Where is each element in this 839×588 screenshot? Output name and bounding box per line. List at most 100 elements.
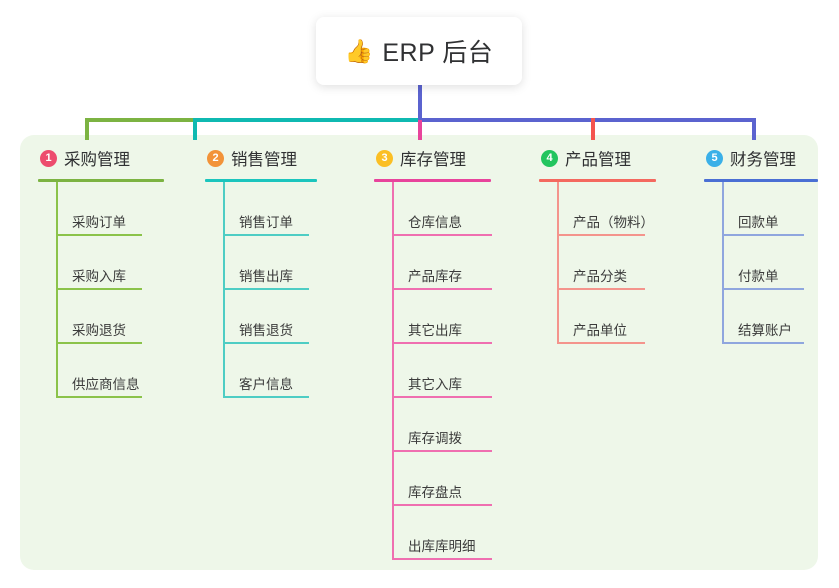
leaf-underline [392, 342, 492, 344]
branch-badge-1: 1 [40, 149, 57, 167]
list-item[interactable]: 产品（物料） [557, 182, 686, 236]
leaf-underline [392, 558, 492, 560]
branch-title-product: 产品管理 [565, 151, 631, 169]
leaf-label: 其它入库 [408, 377, 462, 392]
list-item[interactable]: 仓库信息 [392, 182, 521, 236]
branch-header-sales[interactable]: 2 销售管理 [205, 145, 354, 171]
list-item[interactable]: 销售出库 [223, 236, 354, 290]
leaf-label: 销售退货 [239, 323, 293, 338]
branch-column-finance: 5 财务管理 回款单 付款单 结算账户 [686, 135, 818, 570]
list-item[interactable]: 产品分类 [557, 236, 686, 290]
branch-title-sales: 销售管理 [231, 151, 297, 169]
bus-segment-left [85, 118, 195, 122]
leaf-spine-inventory [392, 182, 394, 560]
leaf-label: 付款单 [738, 269, 779, 284]
leaf-label: 出库库明细 [408, 539, 476, 554]
branch-column-product: 4 产品管理 产品（物料） 产品分类 产品单位 [521, 135, 686, 570]
list-item[interactable]: 出库库明细 [392, 506, 521, 560]
branch-underline-finance [704, 179, 818, 182]
branch-badge-5: 5 [706, 149, 723, 167]
page-title: ERP 后台 [382, 39, 494, 67]
leaf-underline [557, 342, 645, 344]
leaf-label: 产品（物料） [573, 215, 654, 230]
list-item[interactable]: 付款单 [722, 236, 818, 290]
list-item[interactable]: 供应商信息 [56, 344, 187, 398]
leaf-list-sales: 销售订单 销售出库 销售退货 客户信息 [223, 182, 354, 398]
list-item[interactable]: 库存盘点 [392, 452, 521, 506]
leaf-label: 库存调拨 [408, 431, 462, 446]
leaf-list-inventory: 仓库信息 产品库存 其它出库 其它入库 库存调拨 库存盘点 [392, 182, 521, 560]
list-item[interactable]: 其它出库 [392, 290, 521, 344]
leaf-underline [56, 342, 142, 344]
leaf-label: 其它出库 [408, 323, 462, 338]
list-item[interactable]: 库存调拨 [392, 398, 521, 452]
leaf-label: 采购订单 [72, 215, 126, 230]
leaf-underline [557, 288, 645, 290]
branch-badge-2: 2 [207, 149, 224, 167]
branch-title-finance: 财务管理 [730, 151, 796, 169]
list-item[interactable]: 采购订单 [56, 182, 187, 236]
drop-connector-1 [85, 118, 89, 140]
branch-header-finance[interactable]: 5 财务管理 [704, 145, 818, 171]
leaf-label: 客户信息 [239, 377, 293, 392]
list-item[interactable]: 客户信息 [223, 344, 354, 398]
branch-header-purchasing[interactable]: 1 采购管理 [38, 145, 187, 171]
leaf-spine-purchasing [56, 182, 58, 398]
leaf-underline [223, 288, 309, 290]
leaf-underline [392, 288, 492, 290]
drop-connector-5 [752, 118, 756, 140]
list-item[interactable]: 结算账户 [722, 290, 818, 344]
drop-connector-3 [418, 118, 422, 140]
branch-header-inventory[interactable]: 3 库存管理 [374, 145, 521, 171]
leaf-label: 库存盘点 [408, 485, 462, 500]
list-item[interactable]: 产品库存 [392, 236, 521, 290]
leaf-label: 供应商信息 [72, 377, 140, 392]
branch-column-sales: 2 销售管理 销售订单 销售出库 销售退货 客户信息 [187, 135, 354, 570]
leaf-label: 采购入库 [72, 269, 126, 284]
root-node-erp-backend[interactable]: 👍 ERP 后台 [316, 17, 522, 85]
leaf-list-product: 产品（物料） 产品分类 产品单位 [557, 182, 686, 344]
list-item[interactable]: 产品单位 [557, 290, 686, 344]
branch-badge-3: 3 [376, 149, 393, 167]
list-item[interactable]: 其它入库 [392, 344, 521, 398]
branch-column-purchasing: 1 采购管理 采购订单 采购入库 采购退货 供应商信息 [20, 135, 187, 570]
branch-underline-purchasing [38, 179, 164, 182]
list-item[interactable]: 销售订单 [223, 182, 354, 236]
leaf-list-finance: 回款单 付款单 结算账户 [722, 182, 818, 344]
leaf-underline [722, 342, 804, 344]
list-item[interactable]: 采购退货 [56, 290, 187, 344]
bus-segment-middle [193, 118, 422, 122]
list-item[interactable]: 销售退货 [223, 290, 354, 344]
leaf-label: 产品库存 [408, 269, 462, 284]
list-item[interactable]: 回款单 [722, 182, 818, 236]
branch-underline-product [539, 179, 656, 182]
leaf-spine-product [557, 182, 559, 344]
thumbs-up-icon: 👍 [344, 37, 374, 64]
trunk-connector [418, 85, 422, 120]
leaf-list-purchasing: 采购订单 采购入库 采购退货 供应商信息 [56, 182, 187, 398]
leaf-underline [392, 504, 492, 506]
leaf-label: 仓库信息 [408, 215, 462, 230]
leaf-label: 产品分类 [573, 269, 627, 284]
leaf-label: 销售订单 [239, 215, 293, 230]
leaf-label: 回款单 [738, 215, 779, 230]
branch-title-purchasing: 采购管理 [64, 151, 130, 169]
diagram-panel-background [20, 135, 818, 570]
leaf-underline [722, 234, 804, 236]
leaf-label: 销售出库 [239, 269, 293, 284]
branch-badge-4: 4 [541, 149, 558, 167]
leaf-underline [56, 288, 142, 290]
leaf-label: 结算账户 [738, 323, 792, 338]
leaf-label: 采购退货 [72, 323, 126, 338]
drop-connector-2 [193, 118, 197, 140]
bus-segment-right [418, 118, 756, 122]
branch-underline-inventory [374, 179, 491, 182]
leaf-spine-finance [722, 182, 724, 344]
branch-underline-sales [205, 179, 317, 182]
leaf-underline [56, 234, 142, 236]
leaf-label: 产品单位 [573, 323, 627, 338]
leaf-underline [392, 450, 492, 452]
list-item[interactable]: 采购入库 [56, 236, 187, 290]
branch-header-product[interactable]: 4 产品管理 [539, 145, 686, 171]
leaf-underline [722, 288, 804, 290]
